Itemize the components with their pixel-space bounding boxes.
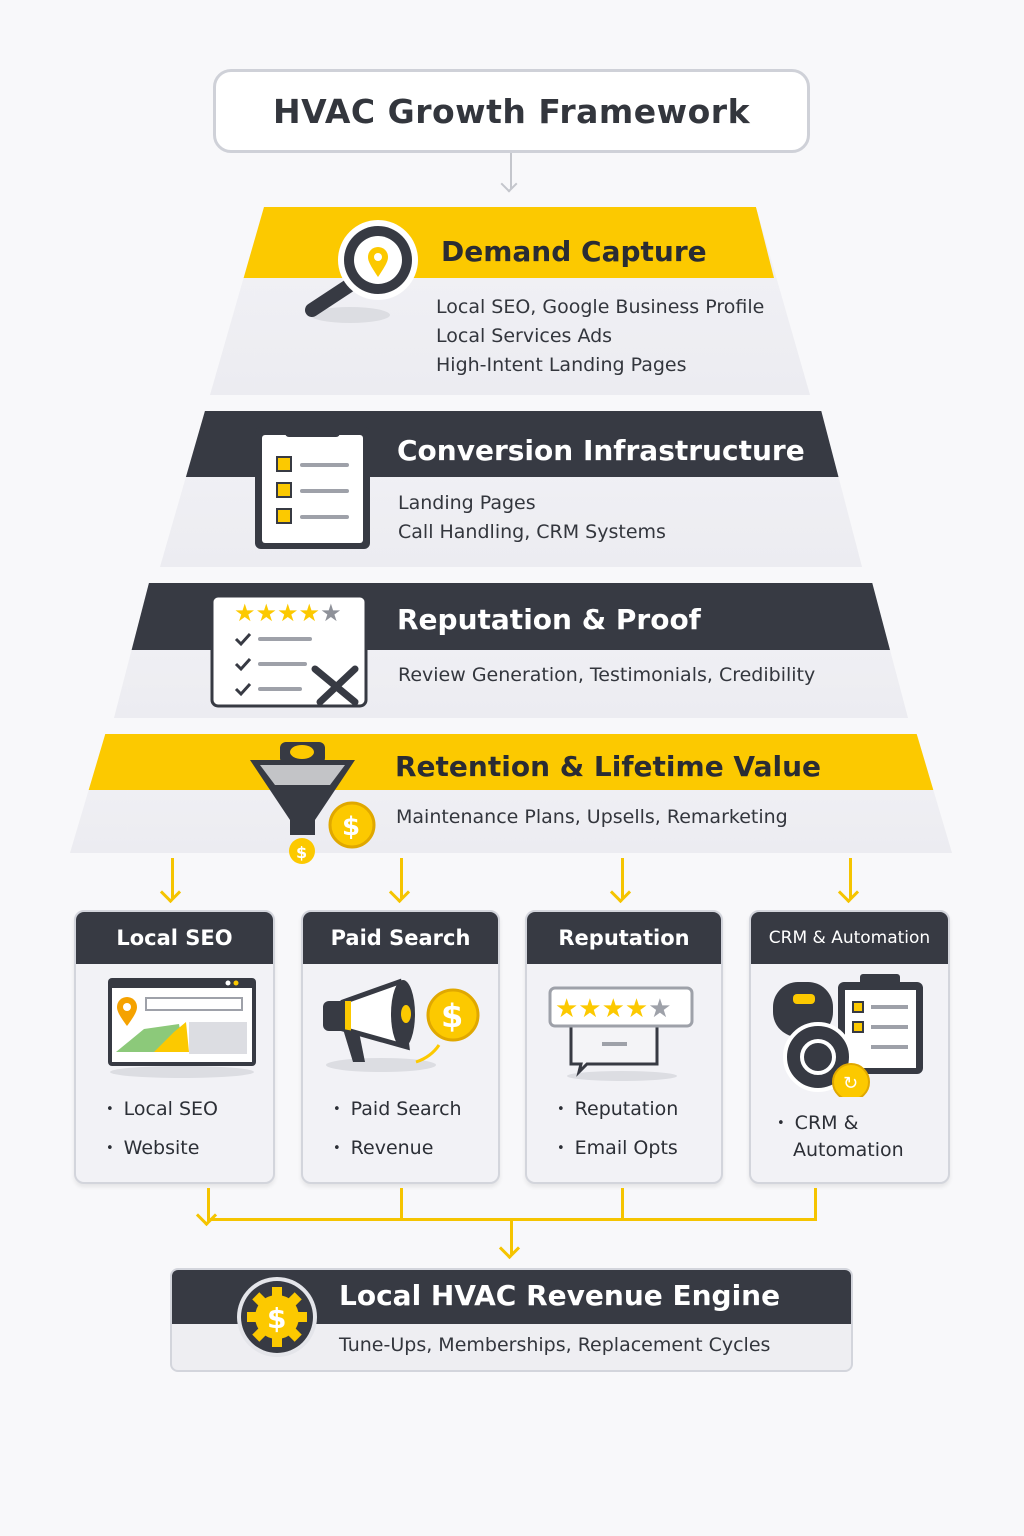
- connector-line: [400, 1188, 403, 1221]
- svg-text:↻: ↻: [843, 1073, 858, 1094]
- svg-text:★★★★★: ★★★★★: [234, 599, 342, 627]
- card-list-item: Reputation: [557, 1090, 679, 1129]
- card-crm-automation: CRM & Automation ↻ CRM & Automation: [749, 910, 950, 1184]
- arrow-down-icon: [621, 858, 624, 898]
- svg-text:$: $: [296, 843, 307, 862]
- gear-dollar-icon: $: [237, 1277, 317, 1357]
- svg-text:$: $: [342, 812, 360, 842]
- engine-title: Local HVAC Revenue Engine: [339, 1279, 781, 1312]
- engine-subtitle: Tune-Ups, Memberships, Replacement Cycle…: [339, 1334, 771, 1356]
- card-list-item: Local SEO: [106, 1090, 218, 1129]
- connector-line: [814, 1188, 817, 1221]
- card-list-item: CRM &: [777, 1110, 904, 1137]
- card-list: Paid Search Revenue: [333, 1090, 462, 1168]
- card-list: CRM & Automation: [777, 1110, 904, 1163]
- arrow-down-icon: [849, 858, 852, 898]
- tier-title: Conversion Infrastructure: [397, 434, 805, 467]
- card-list: Reputation Email Opts: [557, 1090, 679, 1168]
- card-reputation: Reputation ★★★★★ Reputation Email Opts: [525, 910, 723, 1184]
- tier-header-band: [210, 207, 774, 278]
- tier-line: High-Intent Landing Pages: [436, 354, 687, 376]
- arrow-down-icon: [171, 858, 174, 898]
- tier-retention-lifetime-value: [70, 734, 952, 853]
- tier-title: Demand Capture: [441, 235, 707, 268]
- tier-description: Local SEO, Google Business Profile Local…: [436, 293, 764, 380]
- framework-title: HVAC Growth Framework: [213, 69, 810, 153]
- card-title: Reputation: [527, 912, 721, 964]
- card-list: Local SEO Website: [106, 1090, 218, 1168]
- tier-line: Landing Pages: [398, 492, 536, 514]
- tier-line: Review Generation, Testimonials, Credibi…: [398, 664, 816, 686]
- review-chat-icon: ★★★★★: [548, 986, 694, 1081]
- review-stars-tools-icon: ★★★★★: [210, 594, 368, 708]
- card-title: Local SEO: [76, 912, 273, 964]
- svg-text:★★★★★: ★★★★★: [555, 994, 672, 1024]
- tier-line: Call Handling, CRM Systems: [398, 521, 666, 543]
- megaphone-dollar-icon: $: [323, 978, 480, 1072]
- card-title: Paid Search: [303, 912, 498, 964]
- card-list-item: Revenue: [333, 1129, 462, 1168]
- card-local-seo: Local SEO Local SEO Website: [74, 910, 275, 1184]
- arrow-down-icon: [510, 1220, 513, 1254]
- arrow-down-icon: [500, 175, 518, 193]
- card-list-item: Paid Search: [333, 1090, 462, 1129]
- browser-map-icon: [108, 978, 256, 1078]
- tier-header-band: [70, 734, 942, 790]
- arrow-down-icon: [400, 858, 403, 898]
- card-paid-search: Paid Search $ Paid Search Revenue: [301, 910, 500, 1184]
- card-title: CRM & Automation: [751, 912, 948, 964]
- tier-line: Local SEO, Google Business Profile: [436, 296, 765, 318]
- tier-description: Landing Pages Call Handling, CRM Systems: [398, 489, 666, 547]
- connector-line: [621, 1188, 624, 1221]
- tier-line: Maintenance Plans, Upsells, Remarketing: [396, 806, 788, 828]
- card-list-item: Automation: [793, 1138, 904, 1161]
- svg-text:$: $: [267, 1302, 286, 1335]
- tier-description: Maintenance Plans, Upsells, Remarketing: [396, 803, 788, 832]
- funnel-coin-icon: $ $: [250, 742, 376, 864]
- tier-demand-capture: [210, 207, 810, 395]
- connector-line: [510, 153, 512, 189]
- connector-line: [207, 1188, 210, 1221]
- tier-title: Retention & Lifetime Value: [395, 750, 821, 783]
- tier-title: Reputation & Proof: [397, 603, 701, 636]
- card-list-item: Email Opts: [557, 1129, 678, 1168]
- card-list-item: Website: [106, 1129, 218, 1168]
- clipboard-checklist-icon: [255, 419, 370, 549]
- tier-line: Local Services Ads: [436, 325, 613, 347]
- magnifier-location-icon: [305, 220, 418, 323]
- svg-text:$: $: [441, 997, 463, 1035]
- tier-description: Review Generation, Testimonials, Credibi…: [398, 661, 815, 690]
- crm-phone-clipboard-icon: ↻: [773, 974, 923, 1097]
